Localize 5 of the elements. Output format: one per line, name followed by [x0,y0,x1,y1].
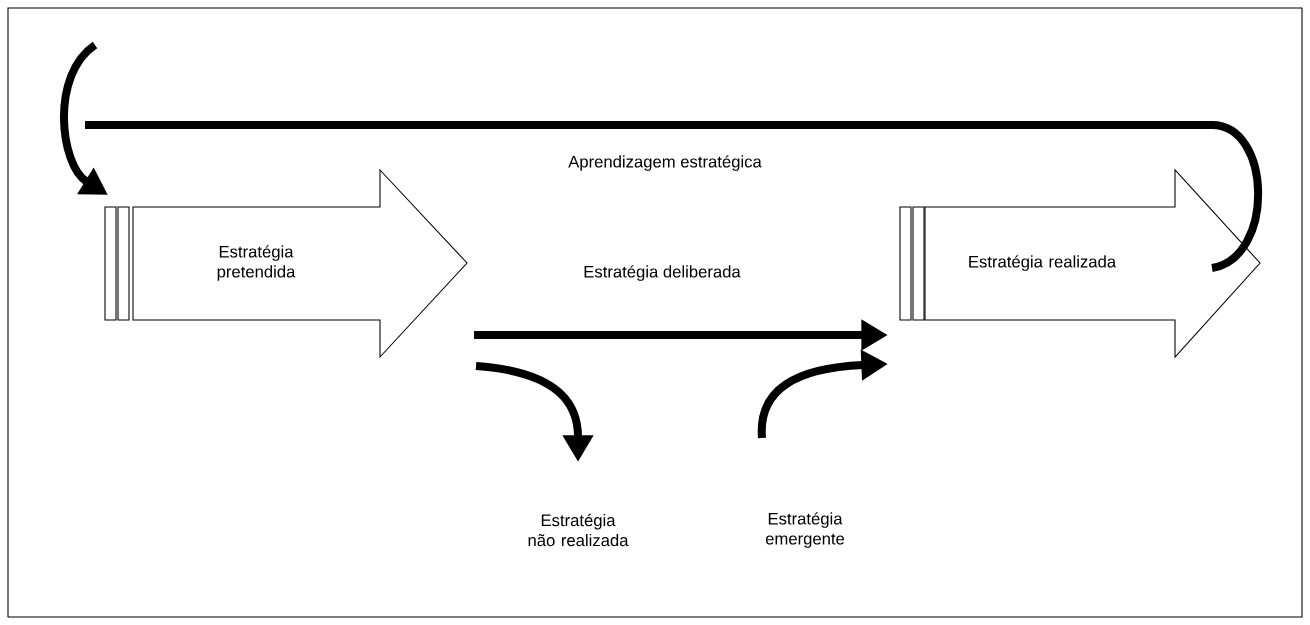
edge-label: Estratégia deliberada [580,262,744,284]
edge-label: Aprendizagem estratégica [565,152,765,174]
arrow [60,41,1263,272]
text-label: Estratégia não realizada [528,513,629,547]
text-label: Estratégia emergente [765,512,845,548]
